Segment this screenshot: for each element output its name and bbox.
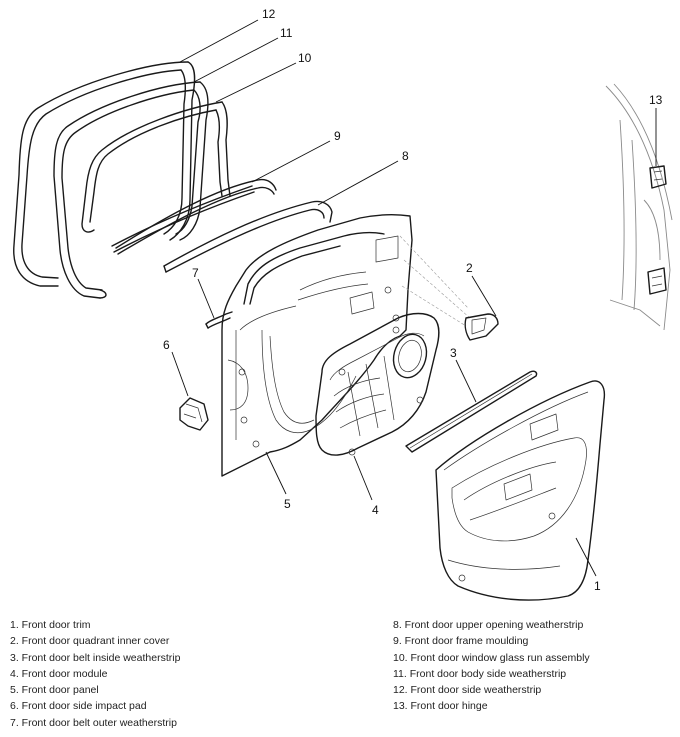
part-7-belt-outer-weatherstrip (205, 311, 233, 329)
part-8-upper-opening-weatherstrip (163, 200, 333, 273)
callout-10: 10 (298, 51, 312, 65)
legend-left-column: 1. Front door trim 2. Front door quadran… (10, 617, 380, 731)
legend-item-12: 12. Front door side weatherstrip (393, 684, 542, 697)
part-1-door-trim (435, 380, 606, 601)
legend-item-9: 9. Front door frame moulding (393, 635, 529, 648)
callout-13: 13 (649, 93, 663, 107)
part-9-frame-moulding (115, 178, 277, 255)
callout-9: 9 (334, 129, 341, 143)
callout-3: 3 (450, 346, 457, 360)
legend-item-3: 3. Front door belt inside weatherstrip (10, 651, 181, 664)
legend-item-11: 11. Front door body side weatherstrip (393, 667, 567, 680)
part-6-side-impact-pad (179, 397, 209, 431)
part-3-belt-inside-weatherstrip (405, 370, 538, 453)
leader-lines (171, 19, 657, 577)
part-10-glass-run-assembly (81, 101, 255, 253)
exploded-door-diagram: 12 11 10 9 8 7 2 3 6 5 4 1 13 (13, 7, 673, 601)
part-13-hinge-detail (605, 83, 673, 331)
part-11-body-side-weatherstrip (53, 81, 209, 299)
legend-item-6: 6. Front door side impact pad (10, 700, 147, 713)
callout-1: 1 (594, 579, 601, 593)
part-4-door-module (315, 312, 440, 456)
legend-item-8: 8. Front door upper opening weatherstrip (393, 619, 584, 631)
callout-12: 12 (262, 7, 276, 21)
callout-4: 4 (372, 503, 379, 517)
callout-11: 11 (280, 26, 293, 40)
legend-item-7: 7. Front door belt outer weatherstrip (10, 716, 177, 729)
part-2-quadrant-inner-cover (464, 313, 499, 341)
part-5-door-panel (221, 213, 471, 477)
callout-labels: 12 11 10 9 8 7 2 3 6 5 4 1 13 (163, 7, 663, 593)
callout-7: 7 (192, 266, 199, 280)
legend-item-5: 5. Front door panel (10, 684, 99, 697)
callout-8: 8 (402, 149, 409, 163)
callout-6: 6 (163, 338, 170, 352)
legend-item-1: 1. Front door trim (10, 619, 91, 631)
callout-2: 2 (466, 261, 473, 275)
legend-item-10: 10. Front door window glass run assembly (393, 651, 590, 664)
legend-item-2: 2. Front door quadrant inner cover (10, 635, 170, 648)
part-12-side-weatherstrip (13, 61, 196, 287)
callout-5: 5 (284, 497, 291, 511)
legend-right-column: 8. Front door upper opening weatherstrip… (393, 617, 673, 715)
legend-item-4: 4. Front door module (10, 667, 108, 680)
legend-item-13: 13. Front door hinge (393, 700, 488, 713)
